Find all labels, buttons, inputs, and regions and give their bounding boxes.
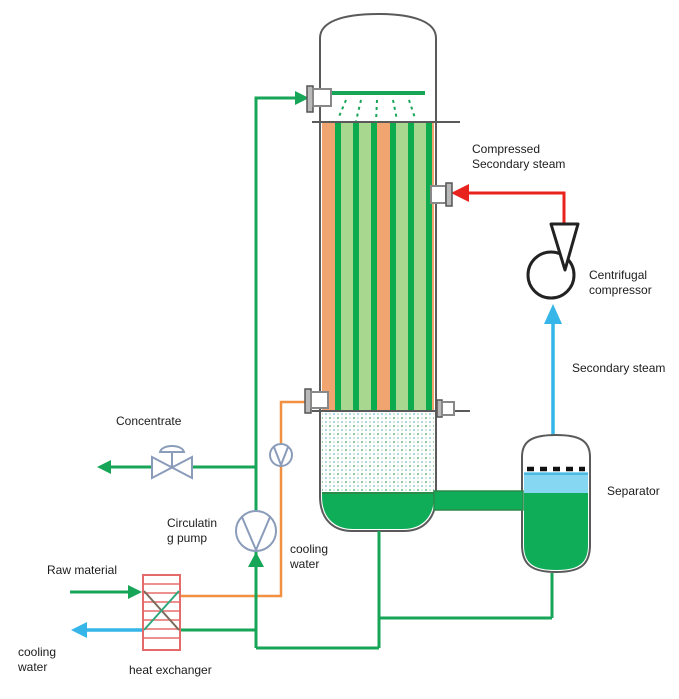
vapor-space <box>322 413 434 492</box>
separator-vessel <box>521 433 591 574</box>
concentrate-arrow-icon <box>97 460 111 474</box>
circulating-pump <box>235 510 277 552</box>
heat-exchanger <box>142 574 181 651</box>
top-feed-nozzle <box>306 85 332 113</box>
nozzles <box>304 85 455 418</box>
steam-inlet-nozzle <box>430 182 453 207</box>
compressed-steam-line <box>451 184 566 228</box>
label-raw-material: Raw material <box>47 563 118 577</box>
cooling-water-arrow-icon <box>71 622 87 638</box>
secondary-steam-arrow-icon <box>544 304 562 324</box>
tube-bundle <box>322 122 434 411</box>
evaporator-column <box>312 12 470 532</box>
feed-to-column-arrow-icon <box>295 91 309 105</box>
green-arrows <box>97 91 309 599</box>
label-secondary-steam: Secondary steam <box>572 361 666 375</box>
separator-liquid-green <box>524 493 588 570</box>
evaporator-top-dome <box>319 12 437 41</box>
compressed-steam-arrow-icon <box>451 184 469 202</box>
raw-material-arrow-icon <box>128 585 142 599</box>
feed-inlet-nozzle <box>304 388 329 414</box>
label-separator: Separator <box>607 484 660 498</box>
label-cooling-water-mid: cooling water <box>290 542 329 571</box>
feed-pump <box>269 443 293 467</box>
preheated-feed-line <box>180 400 311 598</box>
condensate-nozzle <box>436 399 455 418</box>
hx-cross-flow-icon <box>143 590 180 631</box>
concentrate-valve <box>151 445 193 480</box>
label-centrifugal-compressor: Centrifugal compressor <box>589 268 652 297</box>
compressor-inlet-cone <box>549 222 580 272</box>
evaporator-separator-pipe <box>433 490 524 511</box>
recirculation-riser <box>254 96 296 648</box>
centrifugal-compressor <box>526 222 580 300</box>
pump-suction-arrow-icon <box>248 552 264 567</box>
label-compressed-secondary-steam: Compressed Secondary steam <box>472 142 566 171</box>
label-circulating-pump: Circulatin g pump <box>167 516 218 545</box>
label-concentrate: Concentrate <box>116 414 182 428</box>
evaporator-sump-liquid <box>322 493 434 529</box>
label-heat-exchanger: heat exchanger <box>129 663 212 677</box>
label-cooling-water-bottom: cooling water <box>18 645 57 674</box>
blue-arrows <box>71 304 562 638</box>
separator-liquid-blue <box>524 472 588 493</box>
spray-jets-icon <box>337 99 416 123</box>
